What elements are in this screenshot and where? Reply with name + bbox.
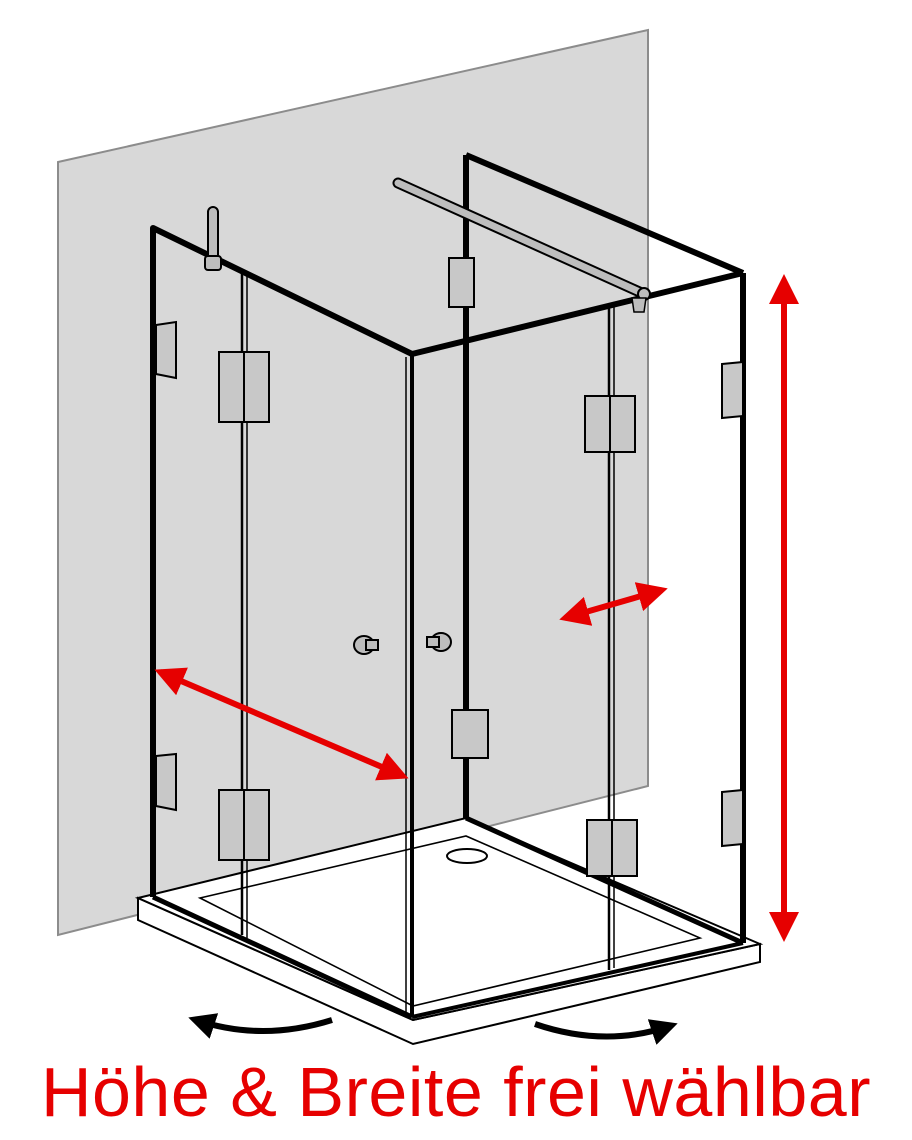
shower-tray — [134, 816, 764, 1046]
width-arrow-icon — [154, 667, 409, 781]
rotate-left-arrow-icon — [188, 1013, 333, 1039]
rotate-right-arrow-icon — [534, 1019, 678, 1045]
caption: Höhe & Breite frei wählbar — [40, 1053, 872, 1131]
wall-clamps — [155, 257, 744, 848]
door-hinges — [218, 351, 638, 877]
drain — [446, 848, 488, 864]
door-knobs — [353, 632, 452, 655]
back-wall — [57, 28, 649, 937]
depth-arrow-icon — [559, 582, 668, 626]
stabilizer-rod — [392, 177, 651, 313]
wall-bracket-rod — [204, 206, 222, 271]
